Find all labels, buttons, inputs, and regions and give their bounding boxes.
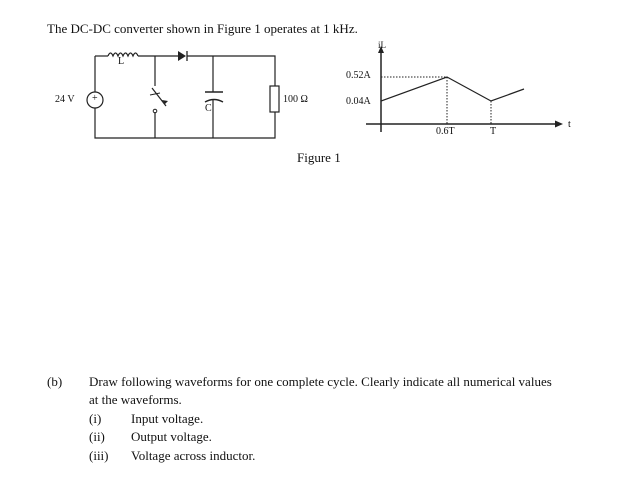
bottom-wire — [94, 108, 276, 139]
x-axis-label: t — [568, 119, 571, 130]
y-high-label: 0.52A — [346, 70, 371, 81]
capacitor-icon — [204, 91, 224, 103]
figure-caption: Figure 1 — [297, 150, 341, 165]
intro-text: The DC-DC converter shown in Figure 1 op… — [47, 21, 358, 36]
item-number: (iii) — [89, 448, 109, 463]
item-number: (ii) — [89, 429, 105, 444]
x-mark-period-label: T — [490, 126, 497, 137]
current-waveform — [380, 76, 525, 102]
capacitor-label: C — [205, 103, 212, 114]
diode-icon — [178, 51, 186, 61]
switch-icon — [149, 87, 168, 114]
resistor-icon — [269, 85, 280, 113]
y-low-label: 0.04A — [346, 96, 371, 107]
item-text-input-voltage: Input voltage. — [131, 411, 204, 426]
source-label: 24 V — [55, 94, 75, 105]
graph-axis-label: iL — [378, 40, 386, 50]
resistor-label: 100 Ω — [283, 94, 308, 105]
inductor-current-graph — [366, 46, 563, 132]
inductor-icon — [107, 52, 139, 58]
item-text-inductor-voltage: Voltage across inductor. — [131, 448, 256, 463]
top-wire-c — [187, 55, 276, 86]
voltage-source-icon — [86, 91, 104, 109]
y-axis-arrow-icon — [378, 46, 384, 53]
item-text-output-voltage: Output voltage. — [131, 429, 212, 444]
question-text-line1: Draw following waveforms for one complet… — [89, 374, 552, 389]
question-label: (b) — [47, 374, 63, 389]
x-mark-peak-label: 0.6T — [436, 126, 455, 137]
item-number: (i) — [89, 411, 102, 426]
circuit-diagram — [86, 51, 280, 139]
inductor-label: L — [118, 56, 125, 67]
source-polarity: + — [92, 93, 98, 104]
question-text-line2: at the waveforms. — [89, 392, 182, 407]
x-axis-arrow-icon — [555, 120, 563, 128]
